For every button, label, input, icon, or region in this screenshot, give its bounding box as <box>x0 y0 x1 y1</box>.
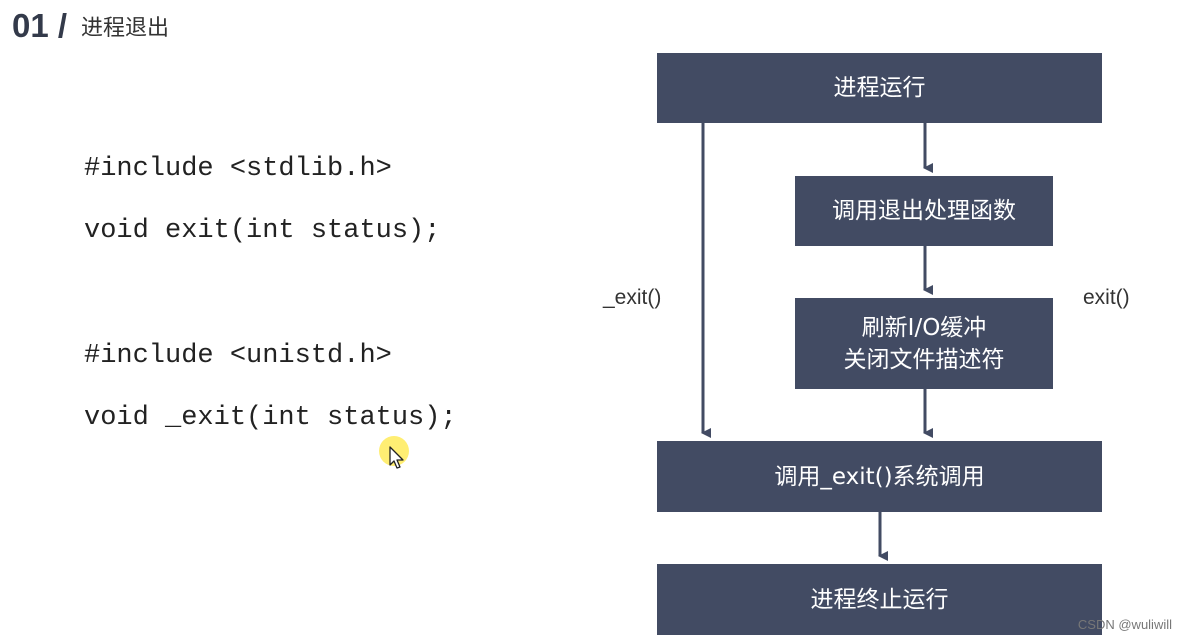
flow-box-process-terminated: 进程终止运行 <box>657 564 1102 635</box>
code-line-underscore-exit-decl: void _exit(int status); <box>84 403 457 433</box>
flow-box-process-running-label: 进程运行 <box>833 75 926 101</box>
code-line-exit-decl: void exit(int status); <box>84 216 441 246</box>
flow-box-exit-handlers-label: 调用退出处理函数 <box>832 198 1016 224</box>
flow-box-flush-label: 刷新I/O缓冲 <box>861 314 987 341</box>
flow-box-close-label: 关闭文件描述符 <box>843 346 1005 373</box>
flow-box-exit-handlers: 调用退出处理函数 <box>795 176 1053 246</box>
watermark: CSDN @wuliwill <box>1077 617 1172 632</box>
label-underscore-exit-path: _exit() <box>603 286 662 309</box>
code-line-include-stdlib: #include <stdlib.h> <box>84 154 392 184</box>
flow-box-exit-syscall-label: 调用_exit()系统调用 <box>774 463 985 490</box>
flow-box-process-running: 进程运行 <box>657 53 1102 123</box>
label-exit-path: exit() <box>1083 286 1130 309</box>
flow-box-exit-syscall: 调用_exit()系统调用 <box>657 441 1102 512</box>
flow-box-flush-close: 刷新I/O缓冲 关闭文件描述符 <box>795 298 1053 389</box>
flow-box-process-terminated-label: 进程终止运行 <box>810 586 949 613</box>
slide-number: 01 / <box>12 7 68 44</box>
mouse-pointer-icon <box>389 446 404 469</box>
code-line-include-unistd: #include <unistd.h> <box>84 341 392 371</box>
slide-header: 01 / 进程退出 <box>12 4 169 48</box>
slide-title: 进程退出 <box>81 16 170 41</box>
